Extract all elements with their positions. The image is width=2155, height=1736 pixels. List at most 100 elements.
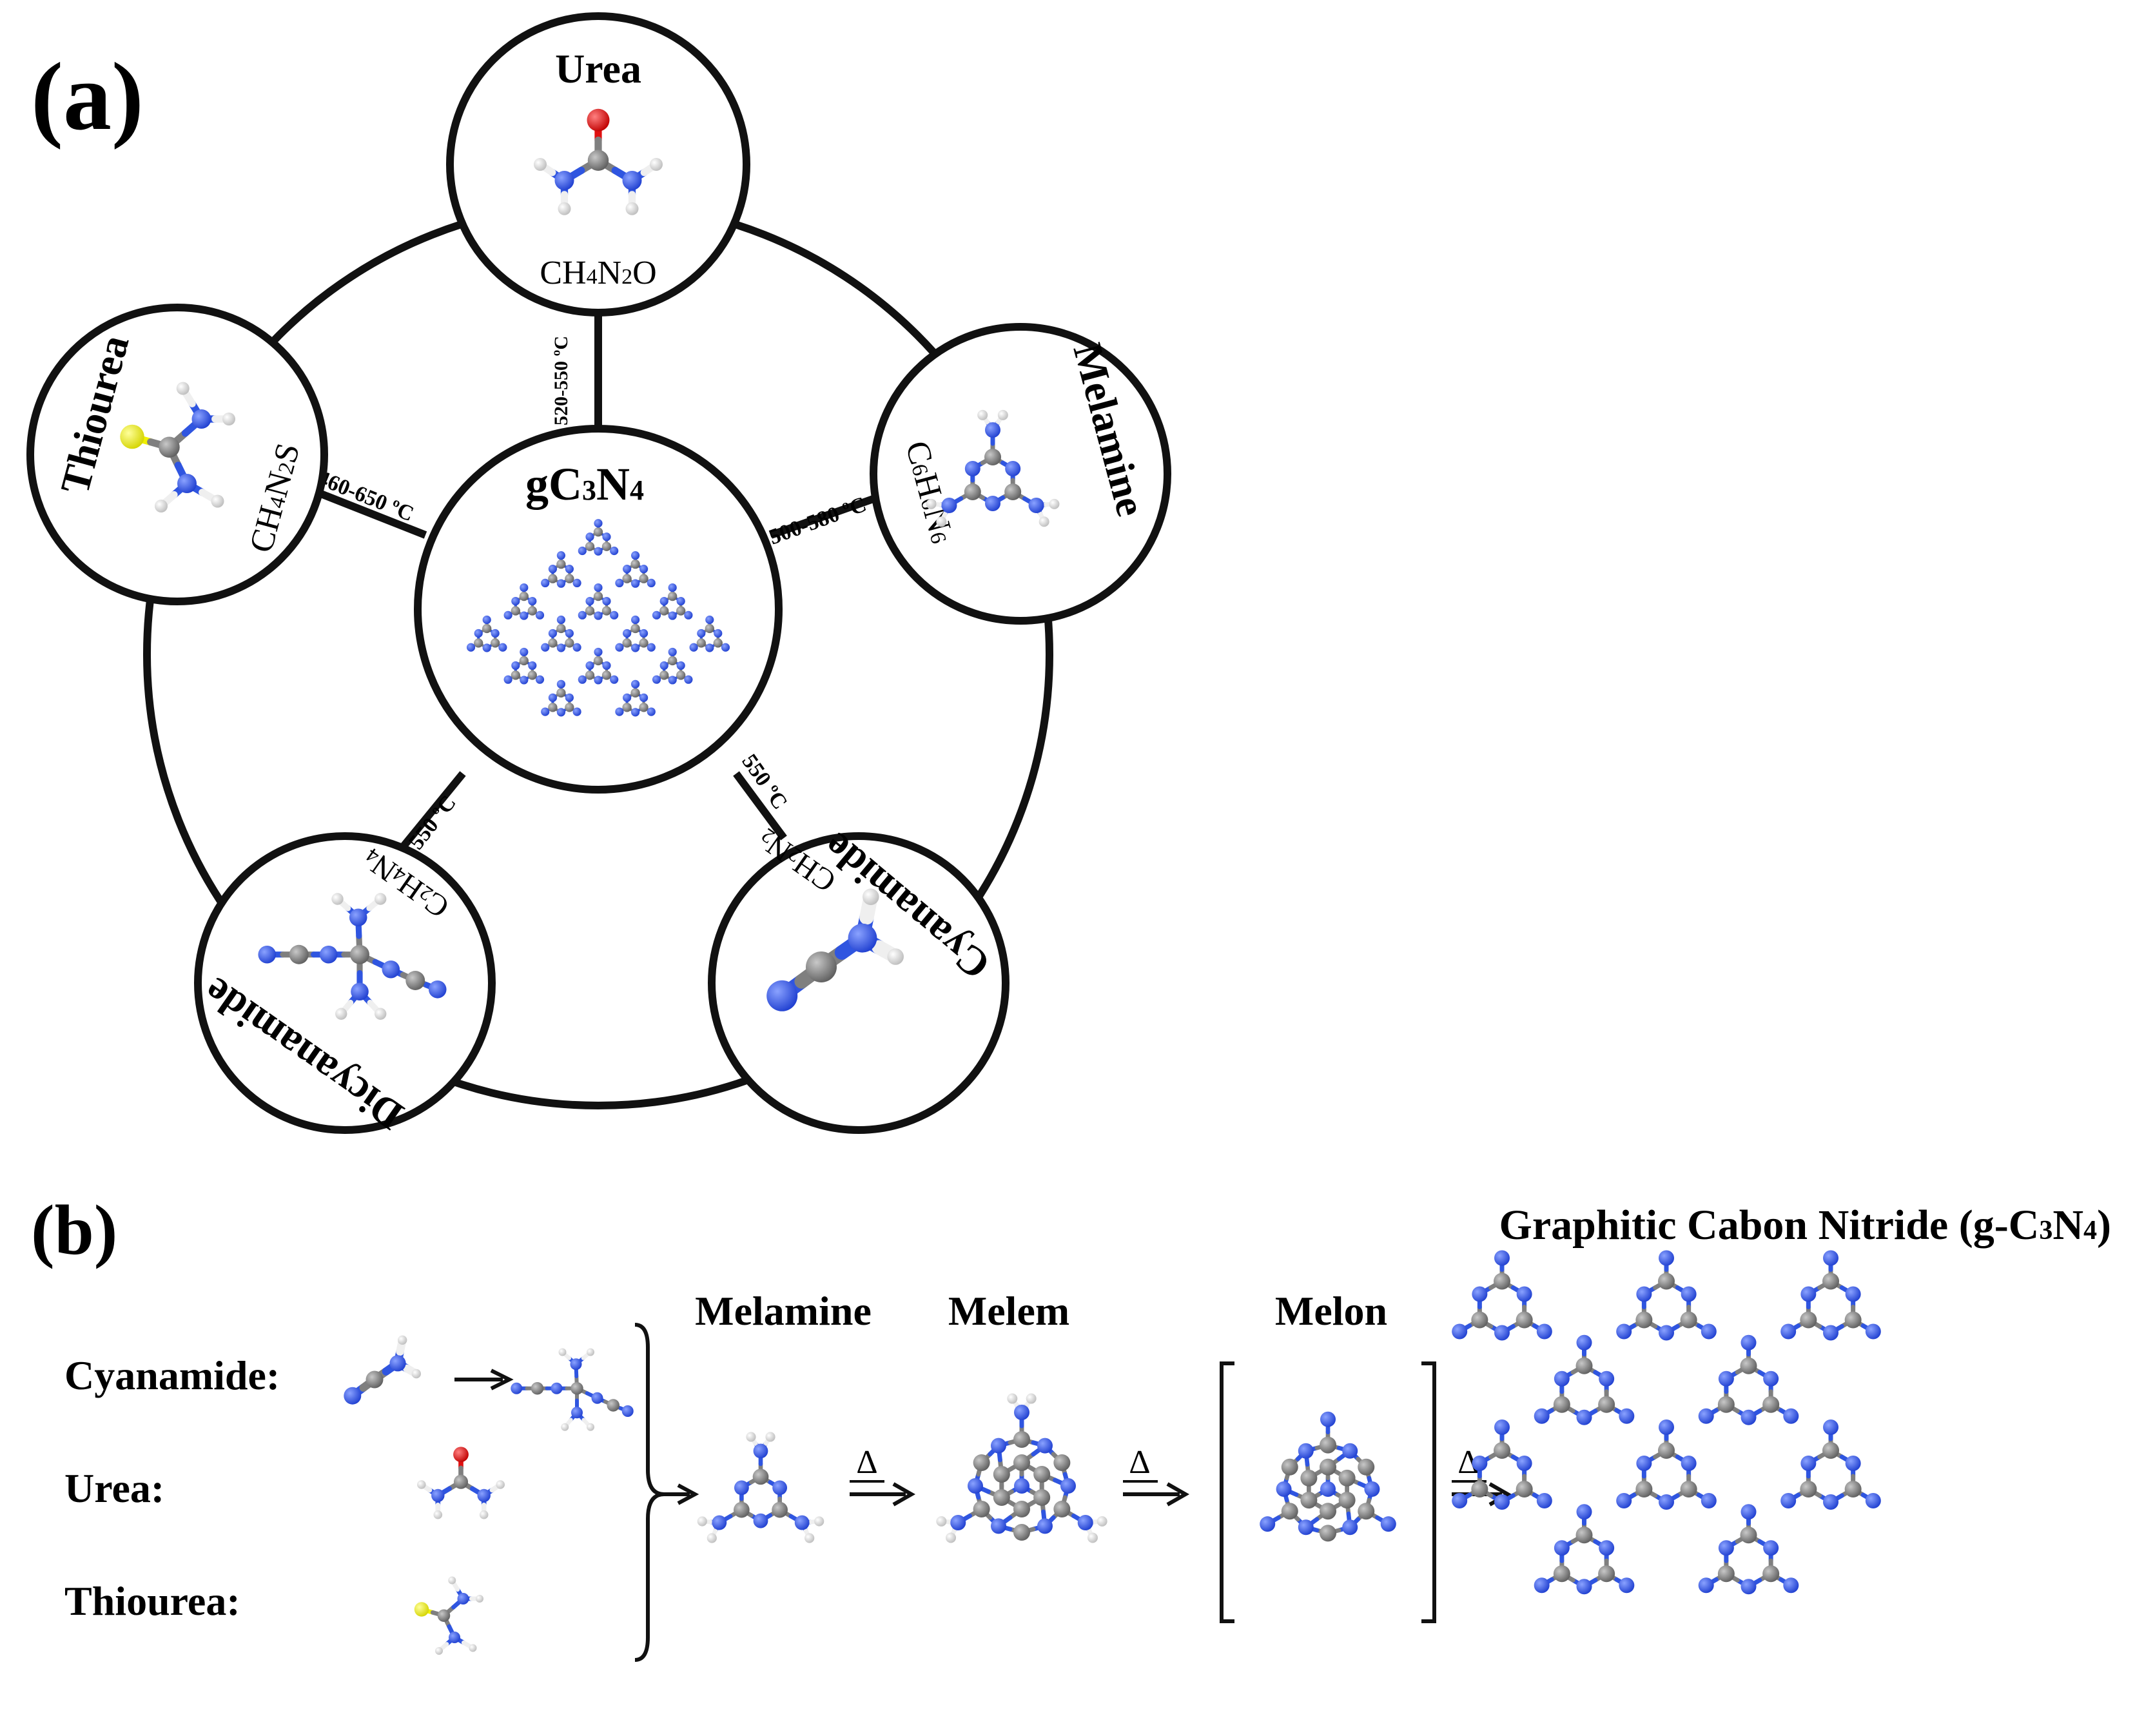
atom-C: [607, 1399, 619, 1412]
source-thiourea: Thiourea:: [64, 1578, 240, 1624]
atom-N: [535, 610, 545, 619]
atom-C: [556, 560, 566, 569]
atom-N: [572, 707, 581, 716]
atom-N: [659, 596, 668, 606]
atom-N: [652, 610, 661, 619]
atom-C: [973, 1454, 990, 1471]
atom-N: [1534, 1408, 1550, 1424]
atom-N: [615, 707, 624, 716]
atom-C: [713, 638, 723, 648]
atom-C: [1013, 1431, 1030, 1448]
atom-N: [1452, 1323, 1468, 1340]
atom-C: [630, 623, 640, 634]
atom-N: [1741, 1409, 1757, 1425]
atom-C: [734, 1501, 750, 1518]
atom-N: [668, 611, 677, 620]
atom-N: [349, 908, 367, 927]
atom-C: [772, 1501, 788, 1518]
atom-C: [587, 150, 609, 171]
atom-C: [1053, 1501, 1071, 1517]
atom-C: [491, 638, 500, 648]
atom-N: [610, 546, 619, 556]
atom-C: [630, 560, 640, 569]
atom-N: [1494, 1494, 1510, 1510]
atom-C: [289, 944, 309, 964]
atom-N: [631, 615, 640, 625]
atom-N: [623, 693, 632, 702]
atom-C: [159, 436, 180, 458]
atom-C: [565, 703, 574, 712]
atom-H: [746, 1432, 756, 1442]
atom-N: [556, 579, 566, 588]
atom-H: [997, 409, 1008, 420]
atom-N: [449, 1632, 460, 1643]
atom-C: [806, 951, 837, 982]
atom-N: [594, 547, 603, 556]
atom-H: [814, 1516, 824, 1526]
atom-C: [1494, 1273, 1510, 1290]
atom-N: [1494, 1419, 1510, 1435]
panel-a-label: (a): [31, 43, 144, 150]
atom-H: [926, 498, 937, 509]
atom-C: [548, 638, 558, 648]
atom-C: [1320, 1458, 1336, 1476]
atom-N: [1320, 1411, 1336, 1427]
atom-N: [985, 422, 1000, 438]
atom-C: [639, 638, 648, 648]
dicyanamide-circle: [194, 832, 496, 1134]
atom-C: [1822, 1273, 1839, 1290]
atom-H: [587, 1423, 594, 1431]
atom-C: [668, 656, 678, 666]
atom-N: [520, 647, 529, 657]
atom-H: [375, 893, 387, 905]
atom-N: [1823, 1419, 1838, 1435]
node-melamine: Melamine C6H6N6: [870, 323, 1171, 625]
temp-dicyanamide: 550 ºC: [404, 791, 461, 854]
atom-N: [1077, 1515, 1093, 1530]
atom-H: [625, 202, 639, 215]
convergence-brace: [634, 1323, 665, 1662]
atom-N: [991, 1518, 1006, 1534]
atom-N: [565, 693, 574, 702]
atom-N: [1845, 1456, 1861, 1471]
atom-N: [528, 596, 537, 606]
atom-H: [476, 1595, 483, 1603]
atom-N: [466, 643, 476, 652]
atom-N: [1681, 1286, 1697, 1302]
atom-N: [991, 1438, 1006, 1454]
melamine-molecule: [926, 409, 1060, 527]
thiourea-molecule: [120, 382, 235, 512]
atom-C: [1844, 1311, 1862, 1329]
atom-N: [714, 629, 723, 638]
atom-H: [375, 1008, 387, 1020]
atom-C: [659, 606, 669, 616]
atom-N: [647, 707, 656, 716]
atom-C: [1004, 483, 1022, 500]
panel-b-label: (b): [31, 1191, 117, 1269]
atom-H: [977, 409, 988, 420]
atom-H: [1038, 516, 1049, 527]
cyanamide-circle: [708, 832, 1009, 1134]
atom-H: [417, 1480, 426, 1489]
atom-N: [668, 583, 677, 592]
atom-N: [615, 578, 624, 588]
atom-C: [622, 574, 632, 583]
atom-H: [469, 1644, 477, 1652]
center-node-gc3n4: gC3N4: [414, 425, 783, 794]
atom-H: [561, 1423, 569, 1431]
atom-C: [1762, 1565, 1780, 1583]
source-urea: Urea:: [64, 1465, 164, 1511]
melon-left-bracket: [1220, 1361, 1234, 1623]
atom-N: [1260, 1516, 1276, 1532]
atom-N: [985, 496, 1000, 511]
atom-N: [602, 532, 611, 541]
atom-H: [331, 893, 344, 905]
atom-C: [1658, 1442, 1675, 1459]
atom-H: [936, 516, 947, 527]
atom-C: [1013, 1501, 1030, 1517]
atom-C: [993, 1489, 1010, 1506]
atom-N: [1599, 1370, 1615, 1387]
atom-N: [1576, 1409, 1592, 1425]
atom-N: [1783, 1577, 1799, 1594]
urea-formula: CH4N2O: [540, 255, 656, 291]
